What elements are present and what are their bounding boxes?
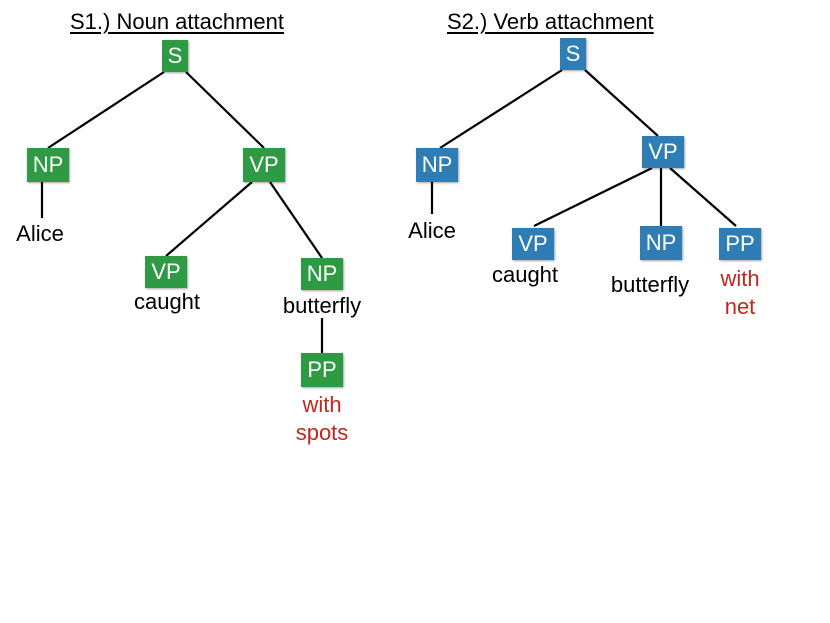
edge-s1-s-vp [185,71,265,149]
edge-s2-vp-ppchild [669,167,737,227]
edge-s1-vp-npchild [269,181,323,259]
tree1-word-pp-spots: spots [295,420,349,445]
tree1-word-pp-with: with [302,392,342,417]
tree1-node-pp: PP [301,353,343,387]
tree1-title: S1.) Noun attachment [70,9,285,34]
tree1-word-caught: caught [133,289,201,314]
tree2-word-caught: caught [491,262,559,287]
edge-s2-s-vp [584,69,659,137]
tree1-node-s: S [162,40,188,72]
tree1-word-alice: Alice [16,221,64,246]
tree1-node-np-child: NP [301,258,343,290]
edge-s1-vp-vpchild [165,181,253,257]
tree2-word-butterfly: butterfly [610,272,690,297]
tree1-node-vp-child: VP [145,256,187,288]
tree2-node-vp-child: VP [512,228,554,260]
tree2-title: S2.) Verb attachment [447,9,654,34]
tree2-node-np-child: NP [640,226,682,260]
tree1-node-vp: VP [243,148,285,182]
tree2-word-pp-with: with [720,266,760,291]
tree1-node-np: NP [27,148,69,182]
tree2-node-s: S [560,38,586,70]
edge-s2-s-np [439,69,563,149]
tree2-word-alice: Alice [408,218,456,243]
tree2-node-pp-child: PP [719,228,761,260]
tree2-node-np: NP [416,148,458,182]
tree2-word-pp-net: net [724,294,756,319]
tree1-word-butterfly: butterfly [282,293,362,318]
tree2-node-vp: VP [642,136,684,168]
edge-s2-vp-vpchild [533,167,653,227]
edge-s1-s-np [47,71,165,149]
